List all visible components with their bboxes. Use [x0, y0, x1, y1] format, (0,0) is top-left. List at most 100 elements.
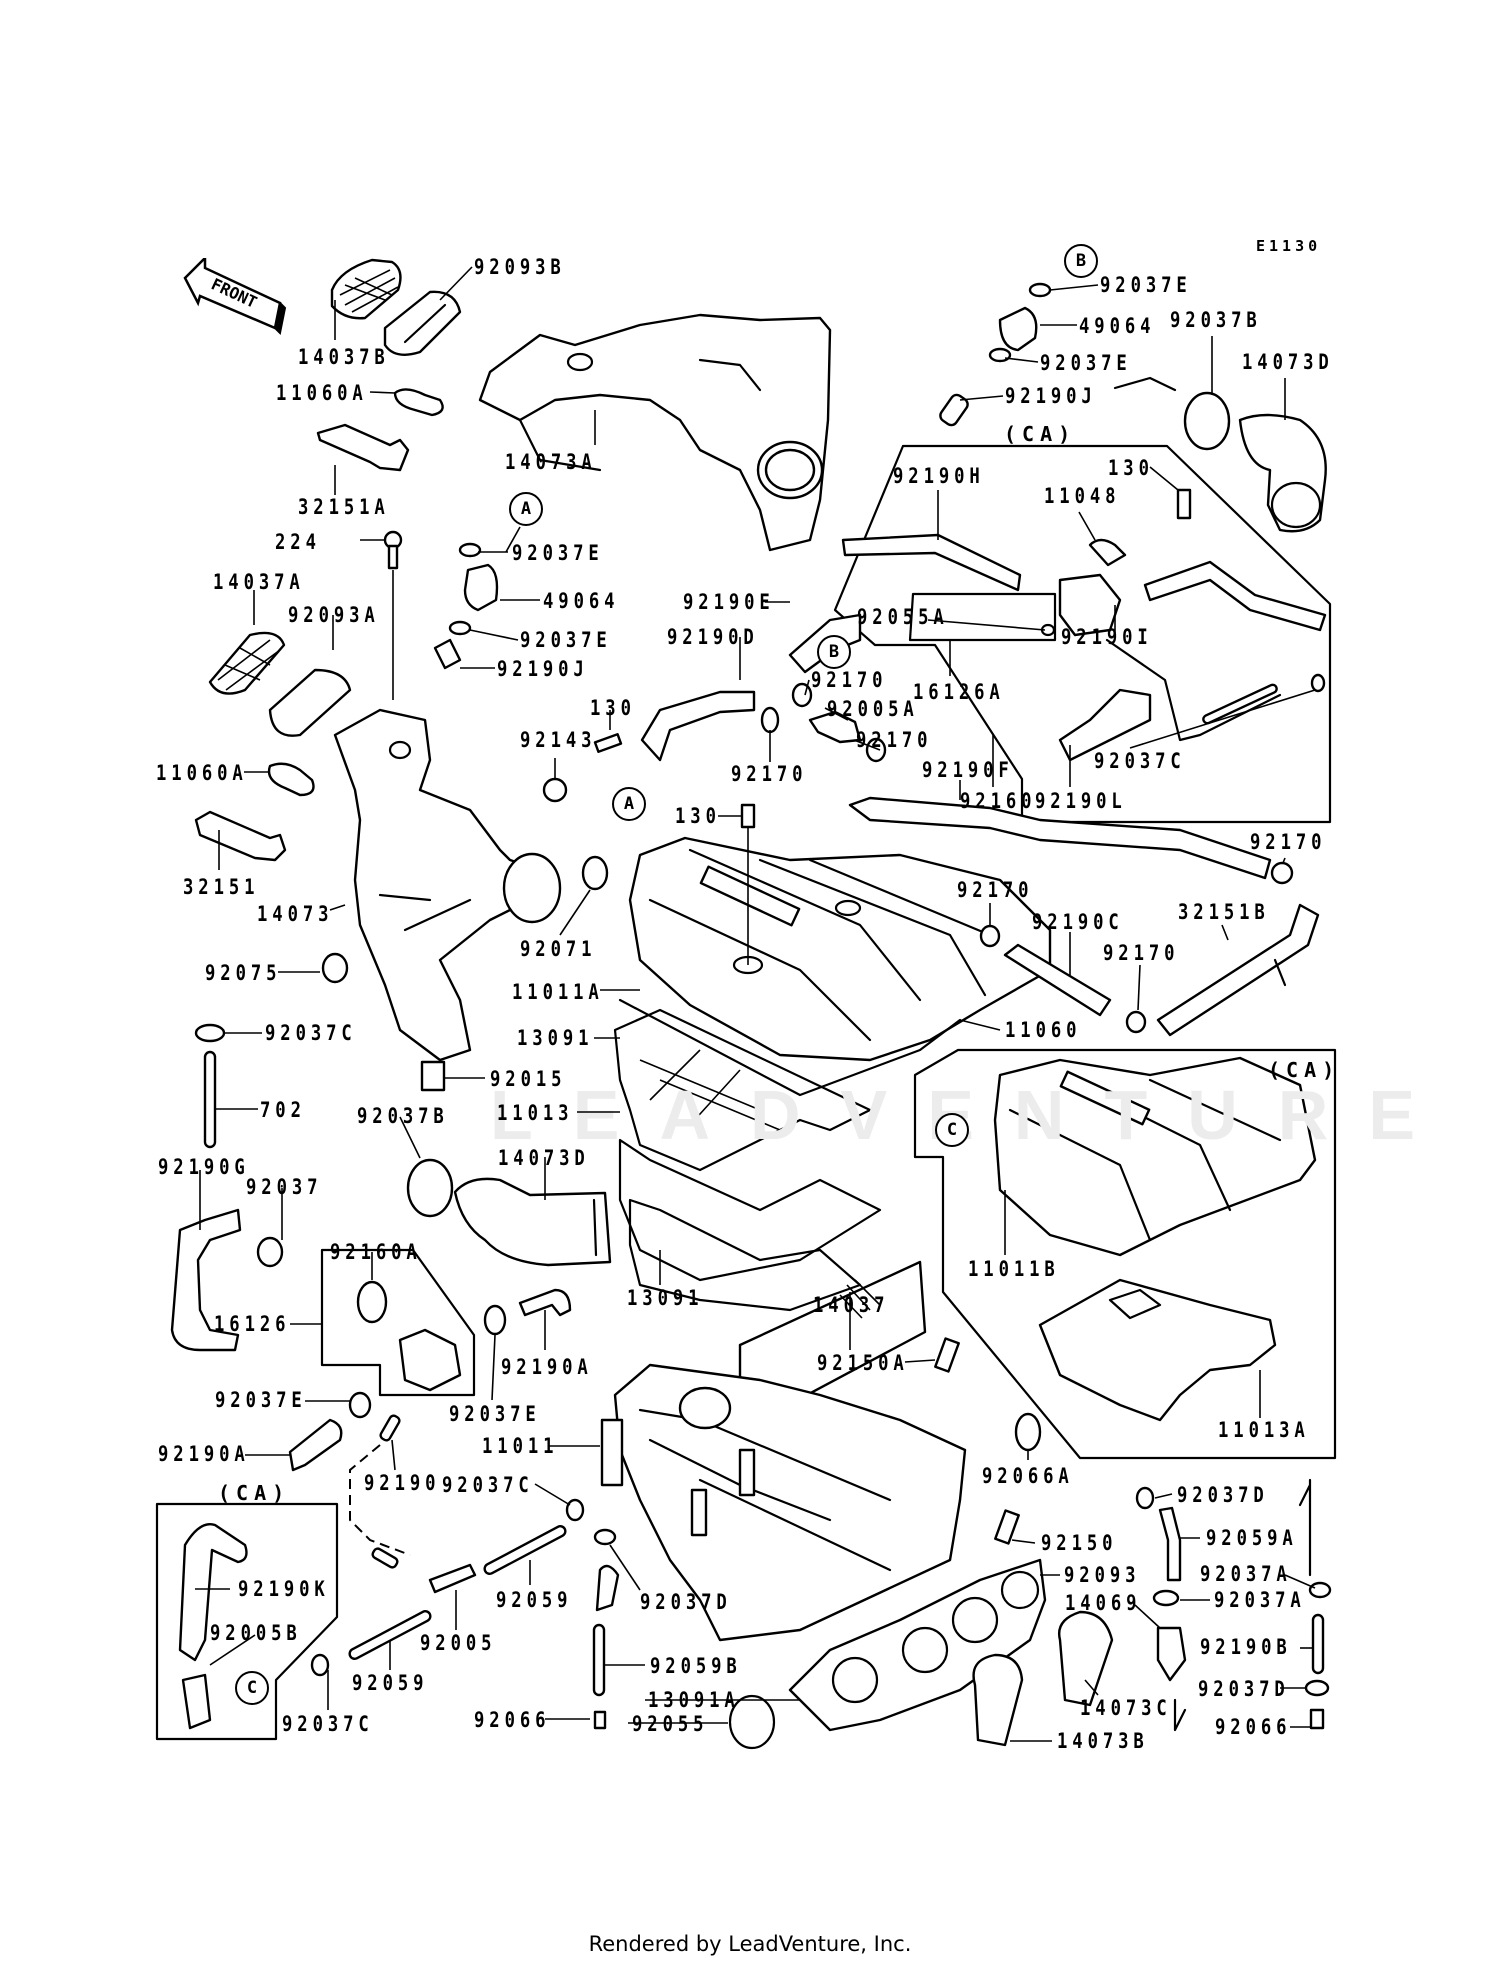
part-label[interactable]: 92075: [205, 961, 282, 985]
part-label[interactable]: 49064: [543, 589, 620, 613]
part-label[interactable]: 92059B: [650, 1654, 742, 1678]
part-label[interactable]: 92037C: [1094, 749, 1186, 773]
part-label[interactable]: 11060A: [276, 381, 368, 405]
part-label[interactable]: 14073A: [505, 450, 597, 474]
part-label[interactable]: 13091: [627, 1286, 704, 1310]
part-label[interactable]: 14069: [1065, 1591, 1142, 1615]
housing-11011B: [993, 1056, 1317, 1257]
part-label[interactable]: 32151B: [1178, 900, 1270, 924]
part-label[interactable]: 92170: [731, 762, 808, 786]
part-label[interactable]: 92037C: [442, 1473, 534, 1497]
part-label[interactable]: 14073: [257, 902, 334, 926]
part-label[interactable]: 92093A: [288, 603, 380, 627]
part-label[interactable]: 92190L: [1035, 789, 1127, 813]
duct-14073D-a: [453, 1177, 612, 1267]
part-label[interactable]: 92066: [474, 1708, 551, 1732]
part-label[interactable]: 92055A: [857, 605, 949, 629]
part-label[interactable]: 92170: [1250, 830, 1327, 854]
part-label[interactable]: 92093B: [474, 255, 566, 279]
part-label[interactable]: 14037A: [213, 570, 305, 594]
part-label[interactable]: 92190A: [501, 1355, 593, 1379]
part-label[interactable]: 92190F: [922, 758, 1014, 782]
part-label[interactable]: 92037C: [282, 1712, 374, 1736]
part-label[interactable]: 14073D: [498, 1146, 590, 1170]
part-label[interactable]: 92037E: [512, 541, 604, 565]
part-label[interactable]: 92037A: [1200, 1562, 1292, 1586]
part-label[interactable]: 11013A: [1218, 1418, 1310, 1442]
part-label[interactable]: 92037E: [215, 1388, 307, 1412]
part-label[interactable]: 92190E: [683, 590, 775, 614]
part-label[interactable]: 11060: [1005, 1018, 1082, 1042]
part-label[interactable]: 13091A: [648, 1688, 740, 1712]
part-label[interactable]: 14037B: [298, 345, 390, 369]
part-label[interactable]: 11013: [497, 1101, 574, 1125]
part-label[interactable]: 92037D: [640, 1590, 732, 1614]
part-label[interactable]: 92037B: [357, 1104, 449, 1128]
part-label[interactable]: 16126A: [913, 680, 1005, 704]
part-label[interactable]: 92037E: [1100, 273, 1192, 297]
part-label[interactable]: 92059: [496, 1588, 573, 1612]
part-label[interactable]: 92055: [632, 1712, 709, 1736]
part-label[interactable]: 92037E: [520, 628, 612, 652]
part-label[interactable]: 11011B: [968, 1257, 1060, 1281]
part-label[interactable]: 92005A: [827, 697, 919, 721]
part-label[interactable]: 92037B: [1170, 308, 1262, 332]
part-label[interactable]: 130: [590, 696, 636, 720]
part-label[interactable]: 92190I: [1061, 625, 1153, 649]
part-label[interactable]: 16126: [214, 1312, 291, 1336]
part-label[interactable]: 92160A: [330, 1240, 422, 1264]
part-label[interactable]: 702: [260, 1098, 306, 1122]
part-label[interactable]: 92071: [520, 937, 597, 961]
watermark: LEADVENTURE: [490, 1076, 1456, 1154]
part-label[interactable]: 92160: [960, 789, 1037, 813]
part-label[interactable]: 92190D: [667, 625, 759, 649]
part-label[interactable]: 92190B: [1200, 1635, 1292, 1659]
part-label[interactable]: 14073D: [1242, 350, 1334, 374]
part-label[interactable]: 92170: [957, 878, 1034, 902]
part-label[interactable]: 11011A: [512, 980, 604, 1004]
part-label[interactable]: 13091: [517, 1026, 594, 1050]
part-label[interactable]: 92170: [811, 668, 888, 692]
part-label[interactable]: 14073B: [1057, 1729, 1149, 1753]
part-label[interactable]: 11048: [1044, 484, 1121, 508]
part-label[interactable]: 49064: [1079, 314, 1156, 338]
part-label[interactable]: 92150A: [817, 1351, 909, 1375]
part-label[interactable]: 92037C: [265, 1021, 357, 1045]
part-label[interactable]: 92190J: [1005, 384, 1097, 408]
part-label[interactable]: 92190J: [497, 657, 589, 681]
part-label[interactable]: 130: [1108, 456, 1154, 480]
part-label[interactable]: 92170: [856, 728, 933, 752]
part-label[interactable]: 92190K: [238, 1577, 330, 1601]
part-label[interactable]: 92190G: [158, 1155, 250, 1179]
part-label[interactable]: 32151A: [298, 495, 390, 519]
part-label[interactable]: 92037: [246, 1175, 323, 1199]
part-label[interactable]: 11011: [482, 1434, 559, 1458]
part-label[interactable]: 92066: [1215, 1715, 1292, 1739]
part-label[interactable]: 14073C: [1080, 1696, 1172, 1720]
part-label[interactable]: 92190H: [893, 464, 985, 488]
part-label[interactable]: 92093: [1064, 1563, 1141, 1587]
part-label[interactable]: 92037A: [1214, 1588, 1306, 1612]
part-label[interactable]: 92037E: [449, 1402, 541, 1426]
part-label[interactable]: 92015: [490, 1067, 567, 1091]
part-label[interactable]: 14037: [813, 1293, 890, 1317]
part-label[interactable]: 92037D: [1177, 1483, 1269, 1507]
part-label[interactable]: 92170: [1103, 941, 1180, 965]
part-label[interactable]: 92190C: [1032, 910, 1124, 934]
part-label[interactable]: 92143: [520, 728, 597, 752]
part-label[interactable]: 92005: [420, 1631, 497, 1655]
part-label[interactable]: 92037D: [1198, 1677, 1290, 1701]
part-label[interactable]: 92005B: [210, 1621, 302, 1645]
part-label[interactable]: 130: [675, 804, 721, 828]
part-label[interactable]: 92190: [364, 1471, 441, 1495]
ref-marker-a-top: A: [509, 492, 543, 526]
part-label[interactable]: 92059: [352, 1671, 429, 1695]
part-label[interactable]: 92037E: [1040, 351, 1132, 375]
part-label[interactable]: 32151: [183, 875, 260, 899]
part-label[interactable]: 92190A: [158, 1442, 250, 1466]
part-label[interactable]: 224: [275, 530, 321, 554]
part-label[interactable]: 92066A: [982, 1464, 1074, 1488]
part-label[interactable]: 92059A: [1206, 1526, 1298, 1550]
part-label[interactable]: 11060A: [156, 761, 248, 785]
part-label[interactable]: 92150: [1041, 1531, 1118, 1555]
